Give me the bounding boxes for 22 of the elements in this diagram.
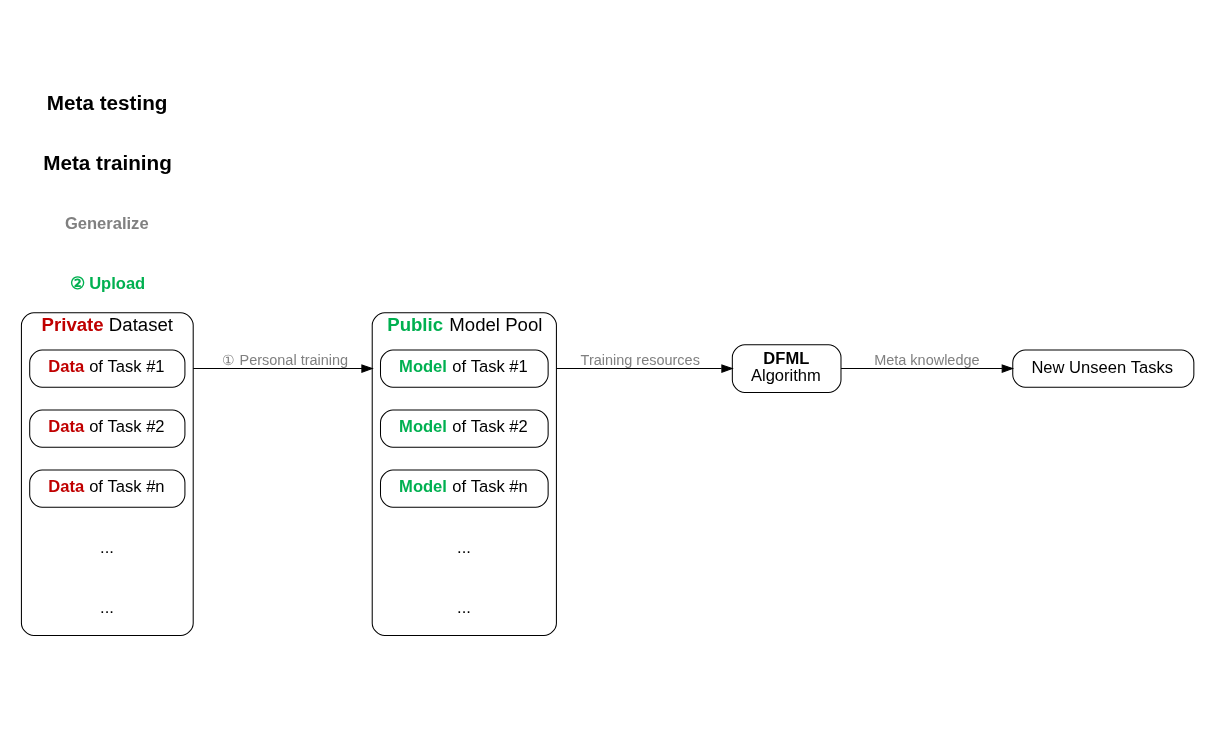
arrow bbox=[192, 364, 374, 373]
node-box: Data of Task #2 bbox=[29, 409, 186, 448]
edge-label: Training resources bbox=[580, 351, 700, 368]
node-box: Data of Task #1 bbox=[29, 349, 186, 388]
label: Meta training bbox=[43, 150, 172, 174]
node-box: New Unseen Tasks bbox=[1012, 349, 1195, 388]
label: Generalize bbox=[64, 213, 149, 233]
arrow bbox=[840, 364, 1015, 373]
label: ... bbox=[100, 537, 114, 557]
node-box: Data of Task #n bbox=[29, 469, 186, 508]
edge-label: Meta knowledge bbox=[874, 351, 980, 368]
node-box: Model of Task #1 bbox=[380, 349, 549, 388]
node-box: DFML Algorithm bbox=[731, 344, 842, 393]
label: ... bbox=[457, 537, 471, 557]
label: Meta testing bbox=[46, 90, 168, 114]
node-box: Model of Task #n bbox=[380, 469, 549, 508]
label: ... bbox=[100, 597, 114, 617]
label: ② Upload bbox=[69, 273, 146, 293]
node-box: Model of Task #2 bbox=[380, 409, 549, 448]
edge-label: ① Personal training bbox=[222, 351, 349, 368]
arrow bbox=[555, 364, 734, 373]
label: ... bbox=[457, 597, 471, 617]
